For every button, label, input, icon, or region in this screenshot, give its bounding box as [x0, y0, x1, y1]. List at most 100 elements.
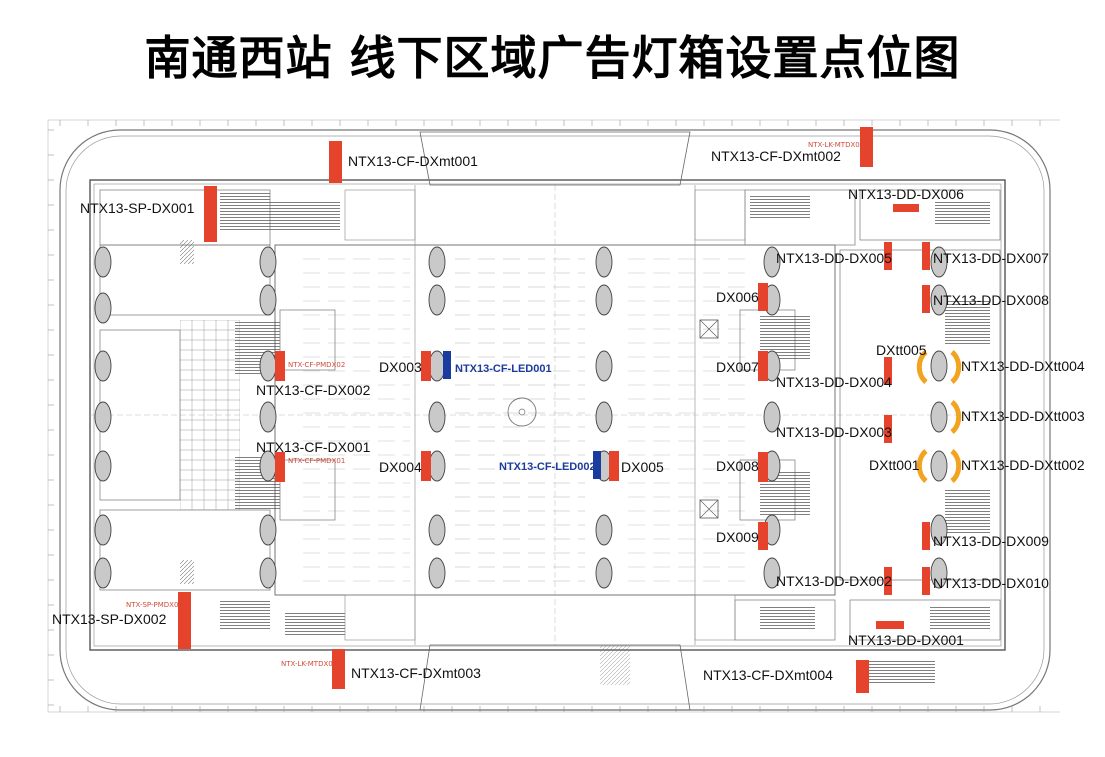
ad-marker-sp-dx002[interactable]: [178, 592, 191, 649]
faint-label-sp-pmdx02: NTX-SP-PMDX02: [126, 601, 183, 609]
ad-marker-dx005[interactable]: [609, 451, 619, 481]
ad-marker-led001[interactable]: [443, 351, 451, 379]
ad-marker-dd-dx003[interactable]: [884, 415, 892, 443]
ad-marker-dd-dx004[interactable]: [884, 357, 892, 385]
column-pillar: [428, 246, 446, 278]
column-pillar: [428, 557, 446, 589]
column-pillar: [930, 401, 948, 433]
column-pillar: [94, 450, 112, 482]
label-sp-dx001: NTX13-SP-DX001: [80, 200, 195, 216]
label-dd-dx002: NTX13-DD-DX002: [776, 573, 892, 589]
faint-label-lk-mtdx02: NTX-LK-MTDX02: [808, 141, 865, 149]
faint-label-cf-pmdx01: NTX-CF-PMDX01: [288, 457, 346, 465]
label-sp-dx002: NTX13-SP-DX002: [52, 611, 167, 627]
column-pillar: [94, 292, 112, 324]
ad-marker-dd-dx010[interactable]: [922, 567, 930, 595]
ad-marker-sp-dx001[interactable]: [204, 186, 217, 242]
column-pillar: [930, 557, 948, 589]
column-pillar: [595, 284, 613, 316]
ad-marker-dd-dx008[interactable]: [922, 285, 930, 313]
ad-marker-cf-dx002[interactable]: [275, 351, 285, 381]
column-pillar: [259, 284, 277, 316]
page-title: 南通西站 线下区域广告灯箱设置点位图: [144, 31, 961, 85]
column-pillar: [94, 557, 112, 589]
label-dx007: DX007: [716, 359, 759, 375]
label-cf-dx002: NTX13-CF-DX002: [256, 382, 371, 398]
ad-marker-dx009[interactable]: [758, 522, 768, 550]
ad-marker-dd-dx002[interactable]: [884, 567, 892, 595]
label-dx009: DX009: [716, 529, 759, 545]
column-pillar: [763, 246, 781, 278]
label-dd-dx004: NTX13-DD-DX004: [776, 374, 892, 390]
column-pillar: [595, 557, 613, 589]
label-dd-dx005: NTX13-DD-DX005: [776, 250, 892, 266]
column-pillar: [259, 401, 277, 433]
column-pillar: [930, 450, 948, 482]
label-dx003: DX003: [379, 359, 422, 375]
ad-marker-cf-dxmt003[interactable]: [332, 649, 345, 689]
label-dd-dx010: NTX13-DD-DX010: [933, 575, 1049, 591]
column-pillar: [595, 246, 613, 278]
column-pillar: [930, 514, 948, 546]
column-pillar: [595, 350, 613, 382]
label-cf-dxmt004: NTX13-CF-DXmt004: [703, 667, 833, 683]
label-dd-dx006: NTX13-DD-DX006: [848, 186, 964, 202]
ad-marker-cf-dxmt001[interactable]: [329, 141, 342, 183]
label-dd-dx003: NTX13-DD-DX003: [776, 424, 892, 440]
label-cf-dxmt001: NTX13-CF-DXmt001: [348, 153, 478, 169]
faint-label-lk-mtdx01: NTX-LK-MTDX01: [281, 660, 338, 668]
label-dd-dx001: NTX13-DD-DX001: [848, 632, 964, 648]
column-pillar: [428, 514, 446, 546]
ad-marker-dx008[interactable]: [758, 452, 768, 482]
label-dx006: DX006: [716, 289, 759, 305]
label-dx008: DX008: [716, 458, 759, 474]
column-pillar: [259, 557, 277, 589]
label-dxtt005: DXtt005: [876, 342, 927, 358]
column-pillar: [595, 514, 613, 546]
label-led001: NTX13-CF-LED001: [455, 363, 552, 375]
label-dd-dx009: NTX13-DD-DX009: [933, 533, 1049, 549]
ad-marker-cf-dxmt004[interactable]: [856, 660, 869, 693]
column-pillar: [930, 246, 948, 278]
ad-marker-dd-dx007[interactable]: [922, 242, 930, 270]
ad-marker-dd-dx001[interactable]: [876, 621, 904, 629]
label-dd-dx007: NTX13-DD-DX007: [933, 250, 1049, 266]
label-dx005: DX005: [621, 459, 664, 475]
label-cf-dxmt003: NTX13-CF-DXmt003: [351, 665, 481, 681]
ad-marker-cf-dxmt002[interactable]: [860, 127, 873, 167]
ad-marker-dx006[interactable]: [758, 283, 768, 311]
column-pillar: [428, 284, 446, 316]
column-pillar: [930, 284, 948, 316]
column-pillar: [94, 246, 112, 278]
ad-marker-cf-dx001[interactable]: [275, 452, 285, 482]
column-pillar: [259, 514, 277, 546]
ad-marker-led002[interactable]: [593, 451, 601, 479]
column-pillar: [94, 514, 112, 546]
label-dd-dxtt002: NTX13-DD-DXtt002: [961, 457, 1085, 473]
label-dd-dxtt003: NTX13-DD-DXtt003: [961, 408, 1085, 424]
column-pillar: [595, 401, 613, 433]
ad-marker-dx004[interactable]: [421, 451, 431, 481]
faint-label-cf-pmdx02: NTX-CF-PMDX02: [288, 361, 346, 369]
ad-marker-dx007[interactable]: [758, 351, 768, 381]
ad-marker-dd-dx005[interactable]: [884, 242, 892, 270]
ad-marker-dd-dx006[interactable]: [893, 204, 919, 212]
label-led002: NTX13-CF-LED002: [499, 461, 596, 473]
label-dd-dxtt004: NTX13-DD-DXtt004: [961, 358, 1085, 374]
label-dxtt001: DXtt001: [869, 457, 920, 473]
ad-marker-dd-dx009[interactable]: [922, 522, 930, 550]
ad-marker-dx003[interactable]: [421, 351, 431, 381]
column-pillar: [94, 350, 112, 382]
label-cf-dx001: NTX13-CF-DX001: [256, 439, 371, 455]
label-cf-dxmt002: NTX13-CF-DXmt002: [711, 148, 841, 164]
label-dd-dx008: NTX13-DD-DX008: [933, 292, 1049, 308]
column-pillar: [259, 246, 277, 278]
label-dx004: DX004: [379, 459, 422, 475]
column-pillar: [763, 557, 781, 589]
column-pillar: [763, 401, 781, 433]
column-pillar: [428, 450, 446, 482]
column-pillar: [259, 350, 277, 382]
column-pillar: [428, 401, 446, 433]
column-pillar: [94, 401, 112, 433]
